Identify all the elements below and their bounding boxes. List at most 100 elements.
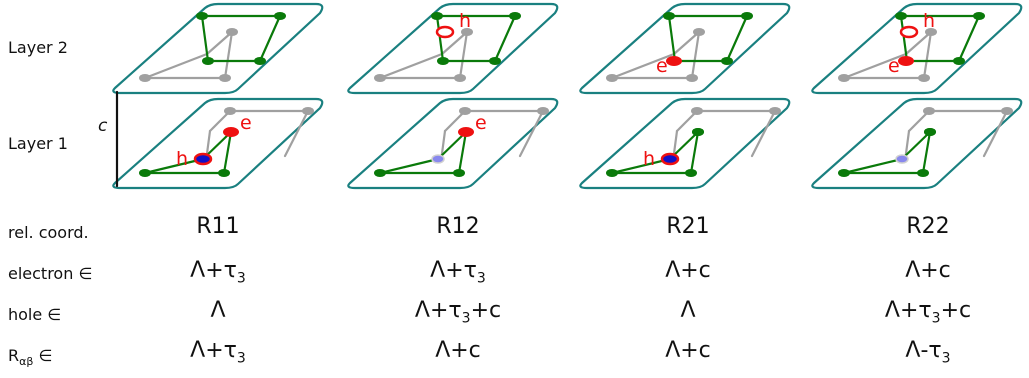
- r-value-r21: Λ+c: [598, 338, 778, 366]
- electron-value-r11: Λ+τ3: [128, 258, 308, 286]
- green-edge-3-bottom: [900, 130, 932, 161]
- gray-edge-0-top: [223, 30, 234, 80]
- value-main: Λ+c: [665, 338, 711, 363]
- gray-edge-1-top: [440, 30, 469, 56]
- row-label-hole: hole ∈: [8, 305, 62, 324]
- gray-edge-3-top: [922, 30, 933, 80]
- gray-edge-3-bottom: [982, 109, 1009, 158]
- electron-marker-2-top: [666, 56, 682, 66]
- site-marker-3-bottom: [895, 154, 909, 164]
- r-suffix: ∈: [33, 346, 53, 365]
- rel-coord-r22: R22: [906, 214, 950, 239]
- gray-site-1-top: [374, 74, 386, 82]
- value-main: Λ+c: [435, 338, 481, 363]
- value-main: Λ+c: [665, 258, 711, 283]
- green-site-3-bottom: [838, 169, 850, 177]
- r-value-r22: Λ-τ3: [838, 338, 1018, 366]
- hole-label-3-top: h: [923, 10, 935, 32]
- value-main: Λ: [210, 298, 226, 323]
- gray-edge-0-bottom: [208, 109, 232, 133]
- green-site-2-bottom: [692, 128, 704, 136]
- green-site-2-bottom: [606, 169, 618, 177]
- gray-site-0-top: [226, 28, 238, 36]
- hole-marker-0-bottom: [193, 152, 213, 166]
- green-site-3-top: [973, 12, 985, 20]
- gray-edge-0-bottom: [283, 109, 310, 158]
- green-edge-2-top: [725, 14, 749, 63]
- hole-label-0-bottom: h: [176, 148, 188, 170]
- gray-site-1-top: [461, 28, 473, 36]
- r-letter: R: [8, 346, 20, 365]
- value-main: Λ+τ: [190, 338, 237, 363]
- green-site-0-top: [274, 12, 286, 20]
- green-site-0-bottom: [139, 169, 151, 177]
- electron-value-r21: Λ+c: [598, 258, 778, 286]
- gray-site-3-bottom: [1001, 107, 1013, 115]
- gray-edge-1-top: [378, 52, 444, 80]
- green-site-0-top: [254, 57, 266, 65]
- gray-site-2-top: [686, 74, 698, 82]
- row-label-electron: electron ∈: [8, 264, 93, 283]
- value-tail: +c: [470, 298, 502, 323]
- rel-coord-r21: R21: [666, 214, 710, 239]
- row-label-r-alpha-beta: Rαβ ∈: [8, 346, 52, 368]
- green-site-1-top: [489, 57, 501, 65]
- value-main: Λ+τ: [414, 298, 462, 323]
- gray-edge-2-bottom: [750, 109, 777, 158]
- green-site-0-top: [202, 57, 214, 65]
- electron-marker-3-top: [898, 56, 914, 66]
- r-subscript: αβ: [19, 355, 34, 369]
- green-site-2-bottom: [685, 169, 697, 177]
- value-main: Λ+τ: [190, 258, 237, 283]
- green-edge-2-top: [667, 14, 677, 63]
- hole-marker-2-bottom: [660, 152, 680, 166]
- rel-coord-r11: R11: [196, 214, 240, 239]
- r-value-r12: Λ+c: [368, 338, 548, 366]
- green-site-3-top: [895, 12, 907, 20]
- green-site-0-top: [196, 12, 208, 20]
- hole-marker-3-top: [899, 25, 919, 39]
- green-edge-1-bottom: [436, 130, 468, 161]
- layer1-label: Layer 1: [8, 134, 68, 153]
- gray-edge-3-bottom: [907, 109, 931, 133]
- value-main: Λ+c: [905, 258, 951, 283]
- green-edge-3-bottom: [842, 157, 904, 175]
- gray-edge-2-top: [690, 30, 701, 80]
- value-tail: +c: [940, 298, 972, 323]
- gray-site-2-bottom: [769, 107, 781, 115]
- green-site-2-top: [721, 57, 733, 65]
- green-edge-3-bottom: [921, 130, 932, 175]
- value-subscript: 3: [236, 350, 246, 367]
- gray-edge-1-top: [458, 30, 469, 80]
- green-edge-2-bottom: [689, 130, 700, 175]
- site-marker-1-bottom: [431, 154, 445, 164]
- hole-value-r22: Λ+τ3+c: [838, 298, 1018, 326]
- value-subscript: 3: [236, 270, 246, 287]
- green-edge-1-bottom: [378, 157, 440, 175]
- electron-label-0-bottom: e: [240, 112, 252, 134]
- hole-label-2-bottom: h: [643, 148, 655, 170]
- green-edge-0-top: [258, 14, 282, 63]
- green-site-1-bottom: [374, 169, 386, 177]
- row-label-rel-coord: rel. coord.: [8, 223, 89, 242]
- green-site-2-top: [663, 12, 675, 20]
- rel-coord-r12: R12: [436, 214, 480, 239]
- gray-site-3-top: [925, 28, 937, 36]
- green-edge-3-top: [957, 14, 981, 63]
- green-edge-1-bottom: [457, 130, 468, 175]
- electron-marker-1-bottom: [458, 127, 474, 137]
- r-value-r11: Λ+τ3: [128, 338, 308, 366]
- electron-label-1-bottom: e: [475, 112, 487, 134]
- gray-site-3-top: [838, 74, 850, 82]
- green-edge-0-bottom: [143, 157, 205, 175]
- layer2-label: Layer 2: [8, 38, 68, 57]
- gray-site-1-bottom: [537, 107, 549, 115]
- electron-value-r12: Λ+τ3: [368, 258, 548, 286]
- gray-site-0-bottom: [302, 107, 314, 115]
- gray-site-2-bottom: [691, 107, 703, 115]
- gray-edge-1-bottom: [443, 109, 467, 133]
- electron-label-2-top: e: [656, 55, 668, 77]
- gray-site-3-bottom: [923, 107, 935, 115]
- gray-edge-0-top: [143, 52, 209, 80]
- gray-site-3-top: [918, 74, 930, 82]
